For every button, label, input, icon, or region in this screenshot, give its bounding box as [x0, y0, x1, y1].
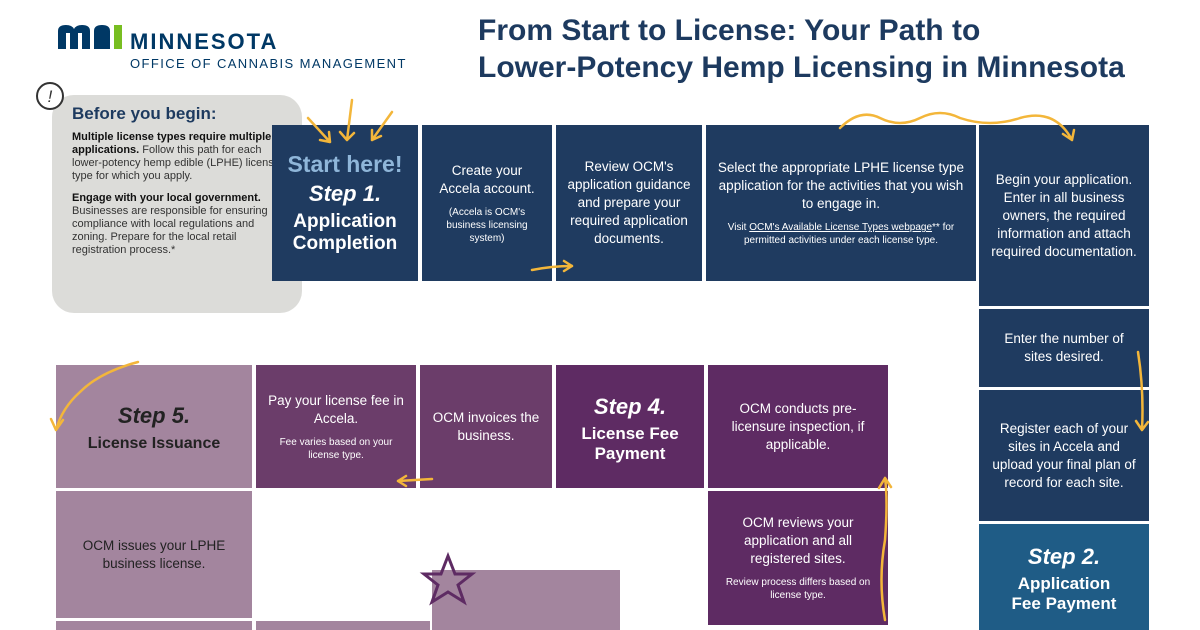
- step-1-name-line1: Application: [293, 211, 397, 232]
- step-1-number: Step 1.: [308, 181, 382, 206]
- begin-application-box: Begin your application. Enter in all bus…: [979, 125, 1149, 306]
- lower-box-partial-1: [56, 621, 252, 630]
- before-paragraph-1: Multiple license types require multiple …: [72, 131, 280, 182]
- create-accela-box: Create your Accela account. (Accela is O…: [422, 125, 552, 281]
- before-heading: Before you begin:: [72, 104, 217, 123]
- register-sites-box: Register each of your sites in Accela an…: [979, 390, 1149, 521]
- start-here-label: Start here!: [287, 151, 403, 177]
- sites-desired-box: Enter the number of sites desired.: [979, 309, 1149, 387]
- pay-license-fee-box: Pay your license fee in Accela. Fee vari…: [256, 365, 416, 488]
- logo-name: MINNESOTA: [130, 29, 279, 54]
- review-guidance-box: Review OCM's application guidance and pr…: [556, 125, 702, 281]
- ocm-issues-license-box: OCM issues your LPHE business license.: [56, 491, 252, 618]
- ocm-invoices-box: OCM invoices the business.: [420, 365, 552, 488]
- page-title: From Start to License: Your Path to Lowe…: [478, 14, 1125, 84]
- next-box-partial: [432, 570, 620, 630]
- before-paragraph-2: Engage with your local government. Busin…: [72, 192, 268, 256]
- exclamation-icon: !: [36, 82, 64, 110]
- select-license-box: Select the appropriate LPHE license type…: [706, 125, 976, 281]
- ocm-reviews-box: OCM reviews your application and all reg…: [708, 491, 888, 625]
- step-2-box: Step 2. Application Fee Payment: [979, 524, 1149, 630]
- step-5-box: Step 5. License Issuance: [56, 365, 252, 488]
- mn-logo-icon: [58, 25, 122, 49]
- before-you-begin-panel: Before you begin: Multiple license types…: [52, 95, 302, 313]
- license-types-link[interactable]: OCM's Available License Types webpage: [749, 222, 933, 233]
- step-1-box: Start here! Step 1. Application Completi…: [272, 125, 418, 281]
- logo-subtitle: OFFICE OF CANNABIS MANAGEMENT: [130, 56, 407, 71]
- step-4-box: Step 4. License Fee Payment: [556, 365, 704, 488]
- lower-box-partial-2: [256, 621, 430, 630]
- step-1-name-line2: Completion: [292, 233, 398, 254]
- inspection-box: OCM conducts pre-licensure inspection, i…: [708, 365, 888, 488]
